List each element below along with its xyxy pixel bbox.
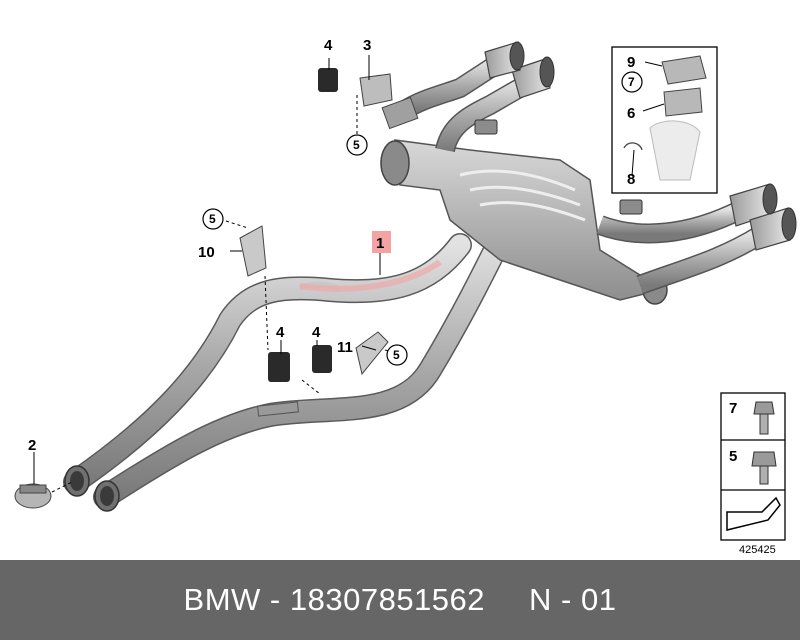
detail-inset (611, 46, 718, 194)
callout-9[interactable]: 9 (627, 54, 635, 71)
lower-tailpipes (596, 183, 797, 295)
callout-4-mid[interactable]: 4 (312, 324, 321, 341)
callout-5-circle-left[interactable]: 5 (202, 208, 224, 230)
callout-5-panel[interactable]: 5 (729, 448, 737, 465)
rubber-mount-left (268, 345, 332, 382)
callout-7-panel[interactable]: 7 (729, 400, 737, 417)
small-parts-panel (720, 392, 786, 541)
callout-5-circle-mid[interactable]: 5 (386, 344, 408, 366)
revision-code: N - 01 (529, 582, 617, 617)
part-number: 18307851562 (289, 582, 486, 617)
exhaust-system-diagram: 1 2 3 4 4 4 10 11 9 6 8 7 5 5 5 5 7 4254… (14, 37, 797, 556)
flap-actuators (381, 96, 643, 215)
svg-text:5: 5 (353, 138, 360, 152)
callout-8[interactable]: 8 (627, 171, 635, 188)
rubber-mount-top (318, 68, 393, 107)
callout-10[interactable]: 10 (198, 244, 215, 261)
callout-3[interactable]: 3 (363, 37, 371, 54)
diagram-number: 425425 (739, 544, 776, 556)
direction-arrow-icon (726, 496, 781, 531)
svg-text:7: 7 (628, 75, 635, 89)
bolt-7-icon (753, 401, 775, 435)
callout-2[interactable]: 2 (28, 437, 36, 454)
callout-4-top[interactable]: 4 (324, 37, 333, 54)
svg-text:5: 5 (209, 212, 216, 226)
clamp-2 (14, 483, 52, 509)
brand-name: BMW (183, 582, 261, 617)
callout-5-circle-top[interactable]: 5 (346, 134, 368, 156)
bracket-11 (355, 331, 389, 376)
leader-lines (33, 55, 665, 493)
callout-11[interactable]: 11 (337, 339, 353, 356)
rear-muffler (380, 139, 668, 305)
callout-4-left[interactable]: 4 (276, 324, 285, 341)
part-1-highlight (299, 259, 442, 292)
front-pipe-assembly (63, 228, 512, 512)
footer-separator: - (269, 582, 281, 617)
callout-7-circle-inset[interactable]: 7 (621, 71, 643, 93)
bolt-5-icon (751, 451, 777, 485)
callout-1[interactable]: 1 (376, 235, 384, 252)
callout-6[interactable]: 6 (627, 105, 635, 122)
part-number-footer: BMW - 18307851562 N - 01 (0, 560, 800, 640)
bracket-10 (239, 225, 267, 277)
part-1-label-bg (372, 231, 391, 253)
svg-text:5: 5 (393, 348, 400, 362)
